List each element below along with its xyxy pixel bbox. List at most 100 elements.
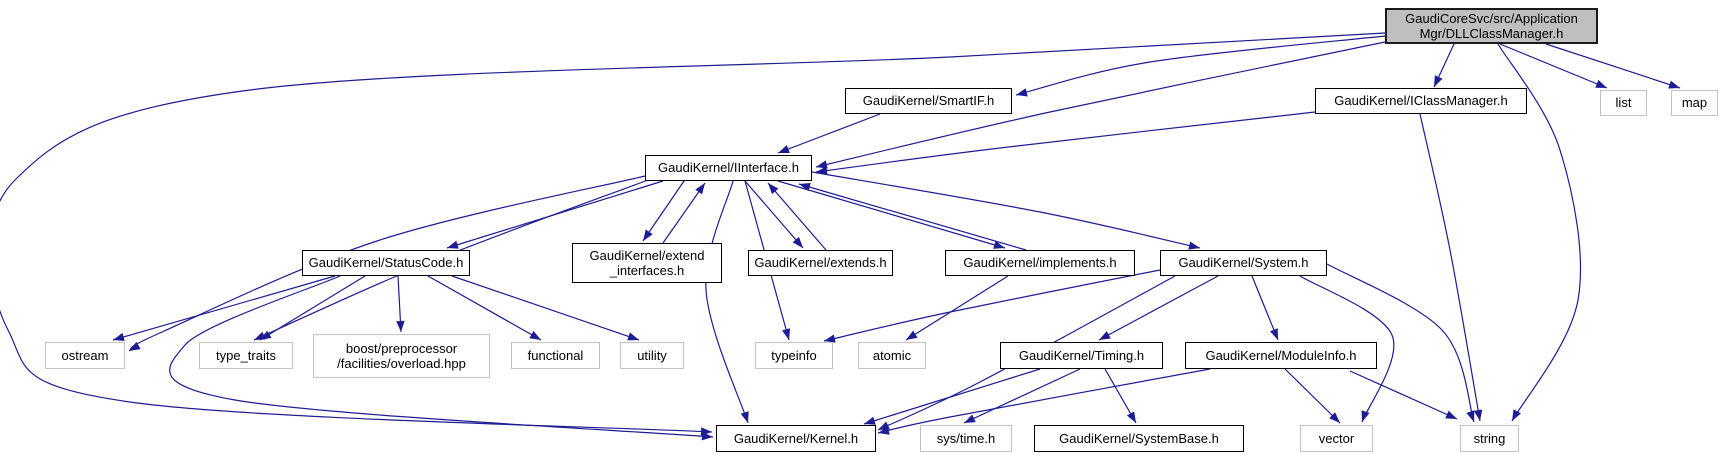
node-label: GaudiKernel/StatusCode.h [308,255,464,271]
arrowhead-iinterface-ostream [129,341,141,351]
arrowhead-iinterface-implements [993,240,1005,249]
arrowhead-iinterface-kernel [740,411,749,423]
node-string: string [1460,425,1519,452]
edge-dll-iinterface [815,41,1386,168]
arrowhead-system-moduleinfo [1269,328,1278,340]
node-label: _interfaces.h [609,263,685,278]
node-label: GaudiKernel/extends.h [754,255,887,271]
node-label: /facilities/overload.hpp [337,356,466,371]
arrowhead-moduleinfo-string [1445,410,1457,419]
edge-moduleinfo-kernel [877,368,1211,434]
arrowhead-statuscode-kernel [701,431,713,441]
edge-dll-smartif [1015,35,1386,96]
node-vector: vector [1300,425,1373,452]
node-label: vector [1318,430,1355,446]
arrowhead-timing-systembase [1126,411,1136,423]
node-extends[interactable]: GaudiKernel/extends.h [748,250,893,276]
node-label: utility [637,347,667,363]
edge-extint-iinterface [662,182,706,244]
arrowhead-statuscode-boost [396,320,405,332]
edge-iinterface-extends [744,180,804,249]
node-boost: boost/preprocessor/facilities/overload.h… [313,334,490,378]
node-label: GaudiKernel/SmartIF.h [862,93,995,109]
edge-system-kernel [877,275,1176,431]
edge-moduleinfo-string [1349,370,1458,420]
node-label: string [1473,430,1506,446]
node-system[interactable]: GaudiKernel/System.h [1160,250,1327,276]
node-map: map [1671,90,1718,116]
node-label: GaudiKernel/SystemBase.h [1059,430,1219,446]
node-label: GaudiKernel/ModuleInfo.h [1205,347,1357,363]
node-statuscode[interactable]: GaudiKernel/StatusCode.h [302,250,470,276]
node-label: GaudiCoreSvc/src/Application [1405,10,1578,26]
edge-extends-iinterface [767,182,827,251]
node-iclassmanager[interactable]: GaudiKernel/IClassManager.h [1315,88,1527,114]
arrowhead-system-string [1466,410,1475,422]
edge-system-timing [1098,275,1219,341]
edge-system-moduleinfo [1251,275,1279,341]
edge-dll-string [1497,43,1582,422]
arrowhead-iinterface-statuscode [447,240,459,249]
arrowhead-dll-iclassmanager [1434,75,1443,87]
arrowhead-implements-iinterface [799,183,811,192]
node-smartif[interactable]: GaudiKernel/SmartIF.h [845,88,1012,114]
edge-iinterface-kernel [705,180,749,424]
arrowhead-implements-atomic [906,330,918,340]
node-label: sys/time.h [936,430,996,446]
edge-statuscode-functional [427,275,542,341]
node-label: GaudiKernel/Timing.h [1018,347,1145,363]
arrowhead-system-typeinfo [824,334,836,343]
node-label: ostream [61,347,109,363]
arrowhead-dll-iinterface [816,160,828,169]
node-label: boost/preprocessor [345,340,458,356]
arrowhead-statuscode-type_traits [260,330,272,340]
arrowhead-iinterface-typeinfo [782,328,791,340]
edge-iclassmanager-string [1419,113,1481,422]
node-label: Mgr/DLLClassManager.h [1419,26,1564,41]
node-atomic: atomic [858,342,926,369]
node-ostream: ostream [45,342,125,369]
edge-iinterface-extint [642,180,685,242]
node-label: GaudiKernel/extend [589,247,705,263]
node-type_traits: type_traits [199,342,293,369]
node-label: GaudiKernel/IClassManager.h [1334,93,1508,109]
node-iinterface[interactable]: GaudiKernel/IInterface.h [645,155,812,181]
edge-statuscode-utility [451,275,640,341]
node-label: list [1615,95,1632,111]
node-label: GaudiKernel/IInterface.h [658,160,799,176]
node-systime: sys/time.h [920,425,1012,452]
node-label: functional [527,347,584,363]
node-functional: functional [511,342,600,369]
arrowhead-iclassmanager-string [1473,409,1483,421]
node-label: GaudiKernel/System.h [1178,255,1309,271]
node-label: GaudiKernel/Kernel.h [733,430,859,446]
node-systembase[interactable]: GaudiKernel/SystemBase.h [1034,425,1244,452]
node-label: type_traits [216,347,276,363]
node-implements[interactable]: GaudiKernel/implements.h [945,250,1135,276]
node-timing[interactable]: GaudiKernel/Timing.h [1000,342,1163,369]
arrowhead-iinterface-extint [643,229,653,241]
edge-system-vector [1299,275,1395,423]
arrowhead-moduleinfo-kernel [878,426,890,435]
arrowhead-statuscode-utility [627,332,639,341]
node-kernel[interactable]: GaudiKernel/Kernel.h [716,425,876,452]
node-extint[interactable]: GaudiKernel/extend_interfaces.h [572,243,722,283]
edge-dll-map [1545,43,1681,89]
edge-iinterface-system [811,171,1201,249]
edge-implements-iinterface [798,183,1027,251]
edge-statuscode-ostream [112,275,336,341]
node-typeinfo: typeinfo [755,342,833,369]
node-moduleinfo[interactable]: GaudiKernel/ModuleInfo.h [1185,342,1377,369]
edge-system-string [1326,263,1475,423]
arrowhead-iinterface-system [1188,241,1200,250]
edge-statuscode-kernel [169,275,714,438]
edge-dll-kernel [0,32,1386,433]
arrowhead-smartif-iinterface [778,145,790,153]
node-label: map [1681,95,1708,111]
node-utility: utility [620,342,684,369]
arrowhead-iinterface-extends [792,236,803,248]
arrowhead-timing-kernel [864,416,876,425]
node-list: list [1600,90,1647,116]
